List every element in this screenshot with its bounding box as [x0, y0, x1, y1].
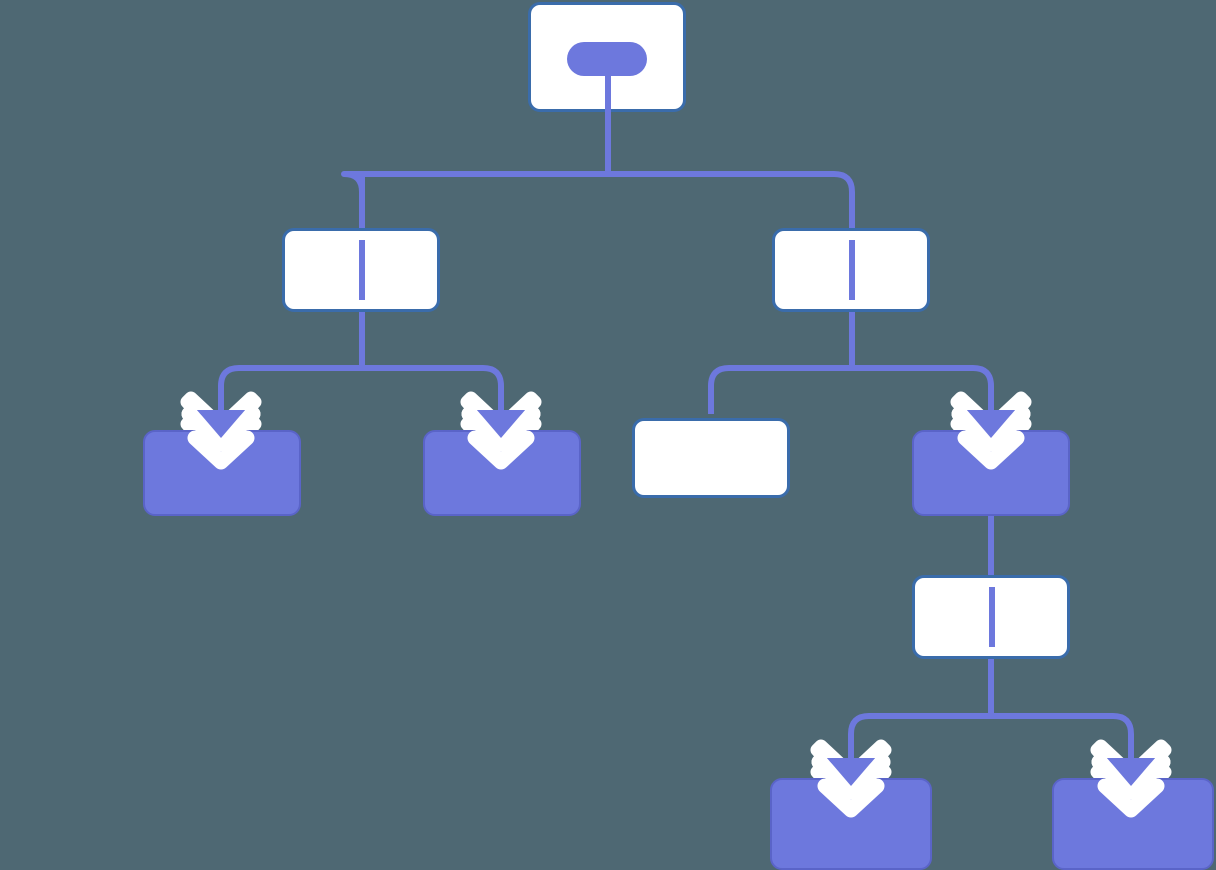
- edge-n7-n8: [848, 713, 991, 768]
- node-leaf-3-white[interactable]: [632, 418, 790, 498]
- edge-n1-n4: [362, 365, 504, 420]
- node-leaf-5[interactable]: [1052, 778, 1214, 870]
- edge-n2-n5: [708, 365, 852, 414]
- node-leaf-2[interactable]: [423, 430, 581, 516]
- node-leaf-1[interactable]: [143, 430, 301, 516]
- edge-n0-n2: [608, 171, 855, 228]
- node-level1-left-stem: [359, 240, 365, 300]
- edge-n0-n1: [341, 171, 608, 228]
- node-level3-stem: [989, 587, 995, 647]
- node-branch-right[interactable]: [912, 430, 1070, 516]
- root-stem-overlay: [605, 58, 611, 122]
- node-level1-right-stem: [849, 240, 855, 300]
- node-leaf-4[interactable]: [770, 778, 932, 870]
- edge-n1-n3: [218, 365, 362, 420]
- edge-n2-n6: [852, 365, 994, 420]
- edge-n7-n9: [991, 713, 1134, 768]
